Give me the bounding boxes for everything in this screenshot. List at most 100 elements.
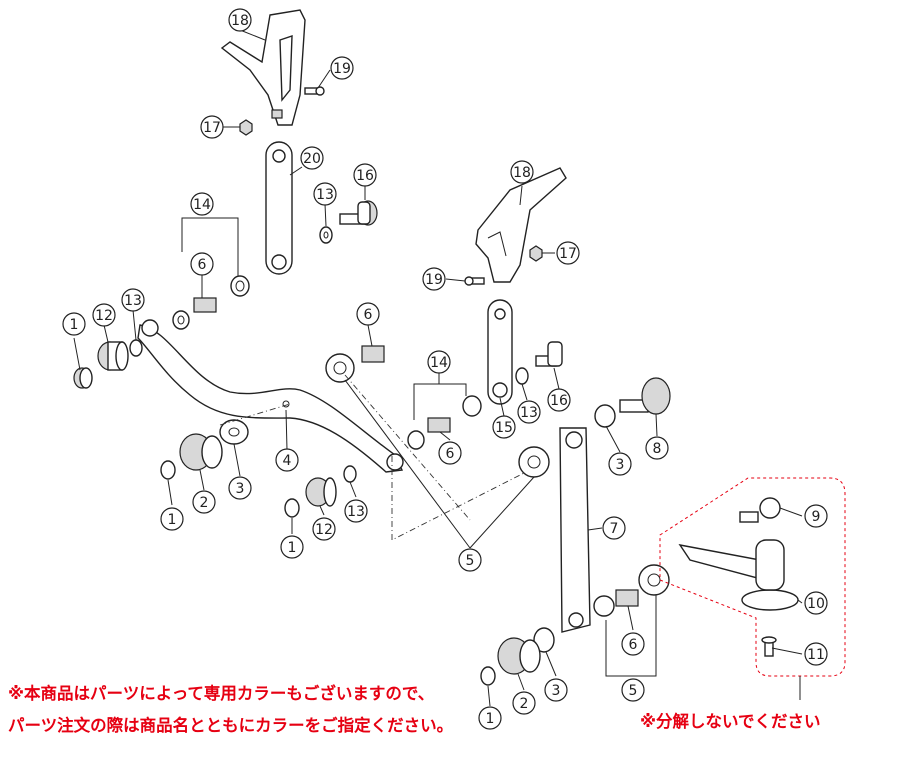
- callout-number: 1: [70, 317, 79, 333]
- part-3-washer-a: [219, 419, 249, 445]
- callout-number: 13: [316, 187, 334, 203]
- callout-4: 4: [275, 448, 299, 472]
- callout-number: 13: [347, 504, 365, 520]
- callout-6: 6: [438, 441, 462, 465]
- callout-number: 6: [629, 637, 638, 653]
- callout-circle: [200, 115, 224, 139]
- callout-circle: [804, 642, 828, 666]
- callout-circle: [492, 415, 516, 439]
- callout-circle: [356, 302, 380, 326]
- callout-18: 18: [510, 160, 534, 184]
- color-note-line2: パーツ注文の際は商品名とともにカラーをご指定ください。: [8, 716, 454, 735]
- part-6-spring-b: [615, 589, 639, 607]
- callout-1: 1: [160, 507, 184, 531]
- callout-number: 7: [610, 521, 619, 537]
- callout-circle: [228, 8, 252, 32]
- callout-circle: [280, 535, 304, 559]
- part-12-nut-a: [97, 341, 129, 371]
- callout-number: 2: [200, 495, 209, 511]
- callout-13: 13: [121, 288, 145, 312]
- part-1-cap-c: [284, 498, 300, 518]
- callout-2: 2: [512, 691, 536, 715]
- callout-number: 3: [552, 683, 561, 699]
- callout-circle: [556, 241, 580, 265]
- callout-number: 19: [425, 272, 443, 288]
- part-5-gear-c: [638, 564, 670, 596]
- callout-circle: [62, 312, 86, 336]
- callout-circle: [645, 436, 669, 460]
- callout-14: 14: [190, 192, 214, 216]
- callout-18: 18: [228, 8, 252, 32]
- callout-number: 4: [283, 453, 292, 469]
- callout-number: 12: [315, 522, 333, 538]
- callout-1: 1: [280, 535, 304, 559]
- part-7-arm: [559, 427, 591, 633]
- callout-13: 13: [517, 400, 541, 424]
- callout-layer: 1819172016131461213143216131211817191413…: [62, 8, 828, 730]
- callout-circle: [190, 252, 214, 276]
- part-5-gear-b: [518, 446, 550, 478]
- part-20-bar: [265, 141, 293, 275]
- callout-circle: [547, 388, 571, 412]
- callout-circle: [353, 163, 377, 187]
- callout-number: 1: [168, 512, 177, 528]
- callout-circle: [312, 517, 336, 541]
- callout-number: 18: [513, 165, 531, 181]
- callout-2: 2: [192, 490, 216, 514]
- callout-3: 3: [544, 678, 568, 702]
- color-note-line1: ※本商品はパーツによって専用カラーもございますので、: [8, 684, 435, 703]
- callout-3: 3: [608, 452, 632, 476]
- callout-number: 18: [231, 13, 249, 29]
- callout-1: 1: [62, 312, 86, 336]
- part-13-washer-d: [515, 367, 529, 385]
- callout-circle: [427, 350, 451, 374]
- callout-8: 8: [645, 436, 669, 460]
- callout-circle: [804, 591, 828, 615]
- callout-number: 17: [203, 120, 221, 136]
- no-disassembly-note: ※分解しないでください: [640, 712, 821, 731]
- part-18-cradle-right: [475, 167, 567, 283]
- callout-number: 6: [198, 257, 207, 273]
- callout-number: 11: [807, 647, 825, 663]
- part-14-set-left: [172, 217, 250, 330]
- callout-circle: [228, 476, 252, 500]
- callout-6: 6: [356, 302, 380, 326]
- callout-20: 20: [300, 146, 324, 170]
- callout-circle: [275, 448, 299, 472]
- callout-circle: [160, 507, 184, 531]
- callout-number: 2: [520, 696, 529, 712]
- callout-number: 1: [288, 540, 297, 556]
- callout-10: 10: [804, 591, 828, 615]
- callout-circle: [313, 182, 337, 206]
- callout-11: 11: [804, 642, 828, 666]
- callout-circle: [330, 56, 354, 80]
- callout-13: 13: [344, 499, 368, 523]
- callout-circle: [510, 160, 534, 184]
- assembly-line-gear: [344, 374, 471, 521]
- callout-14: 14: [427, 350, 451, 374]
- callout-1: 1: [478, 706, 502, 730]
- callout-circle: [422, 267, 446, 291]
- callout-circle: [458, 548, 482, 572]
- callout-17: 17: [556, 241, 580, 265]
- callout-12: 12: [312, 517, 336, 541]
- callout-circle: [192, 490, 216, 514]
- callout-number: 12: [95, 308, 113, 324]
- callout-circle: [608, 452, 632, 476]
- callout-17: 17: [200, 115, 224, 139]
- part-13-washer-a: [319, 226, 333, 244]
- callout-circle: [300, 146, 324, 170]
- part-13-washer-c: [343, 465, 357, 483]
- callout-number: 6: [446, 446, 455, 462]
- callout-number: 16: [356, 168, 374, 184]
- part-14-set-right: [407, 383, 482, 450]
- part-13-washer-b: [129, 339, 143, 357]
- callout-9: 9: [804, 504, 828, 528]
- part-16-knob-right: [535, 341, 563, 367]
- part-3-washer-c: [533, 627, 555, 653]
- callout-number: 6: [364, 307, 373, 323]
- callout-number: 16: [550, 393, 568, 409]
- callout-number: 8: [653, 441, 662, 457]
